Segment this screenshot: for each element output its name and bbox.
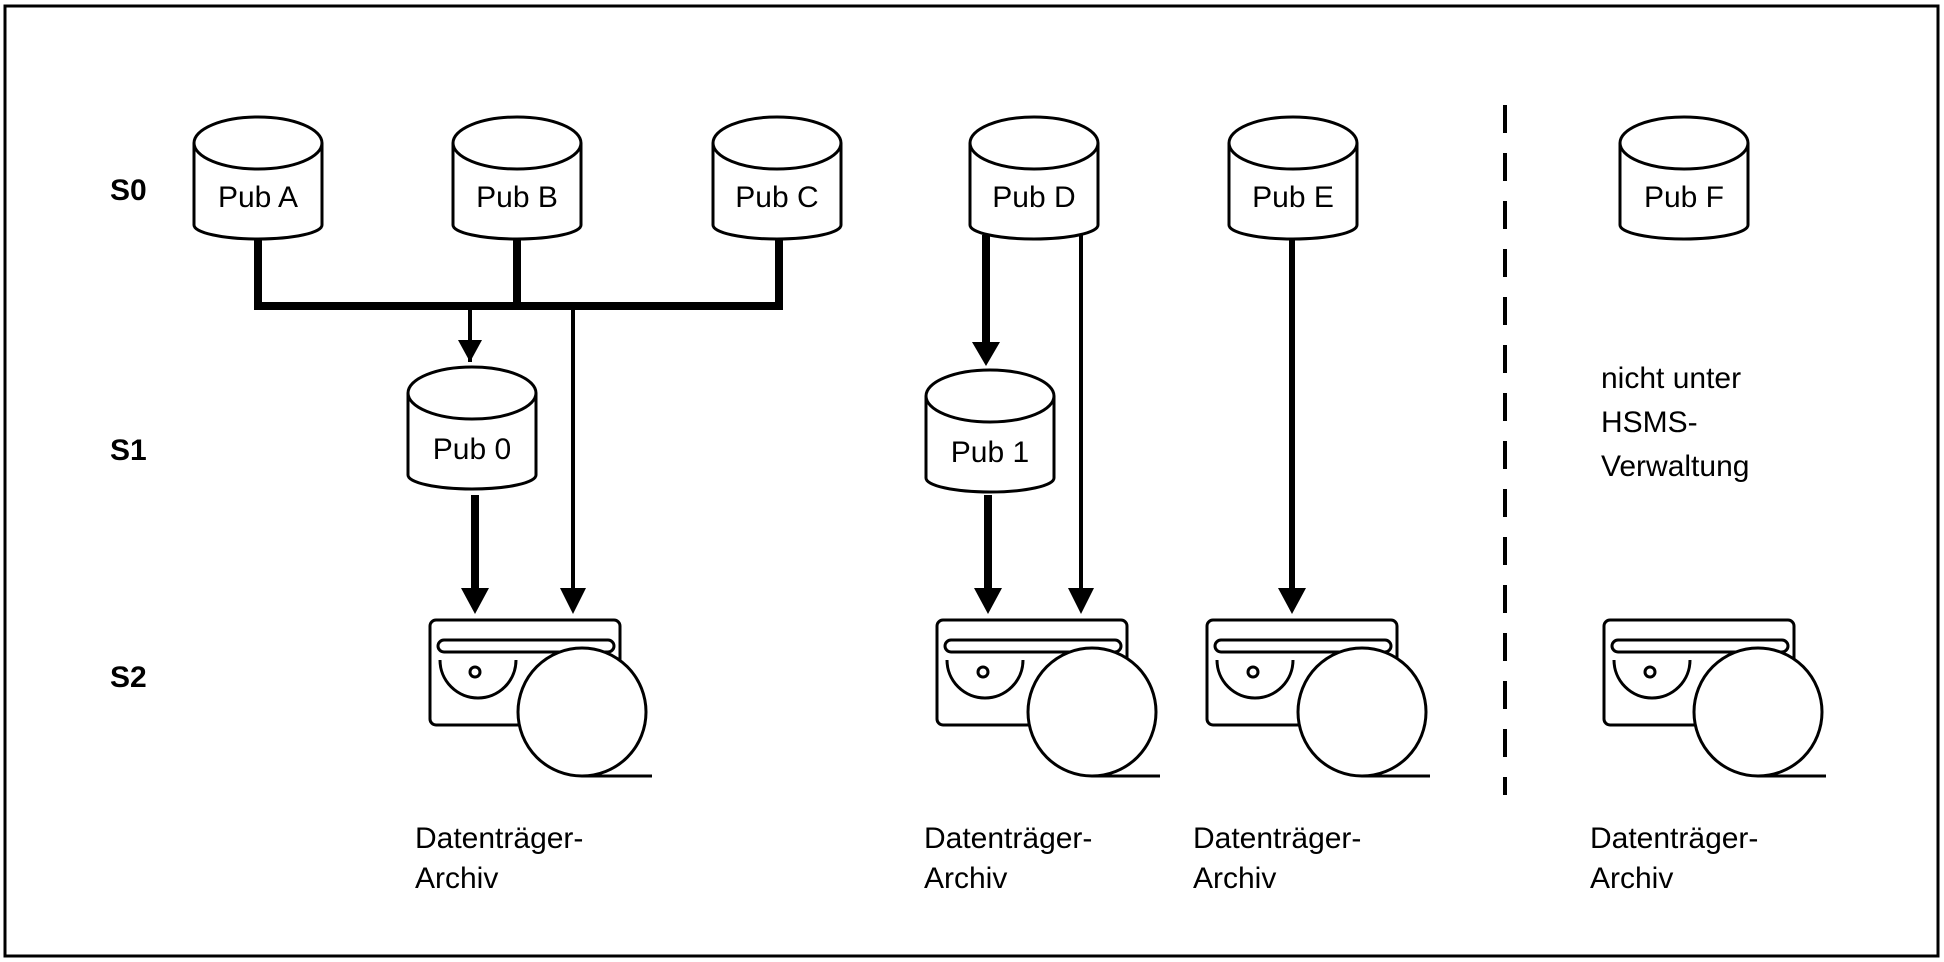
disk-label-pub-1: Pub 1 <box>951 436 1029 469</box>
disk-pub-b: Pub B <box>451 115 583 241</box>
arrowhead-archive1-pub0 <box>461 588 489 614</box>
disk-label-pub-c: Pub C <box>735 181 818 214</box>
level-label-s2: S2 <box>110 661 147 694</box>
arrowhead-pub1 <box>972 342 1000 366</box>
archive-label-3-line1: Datenträger- <box>1193 822 1361 855</box>
tape-archive-1 <box>428 618 652 778</box>
disk-pub-1: Pub 1 <box>924 368 1056 494</box>
level-label-s0: S0 <box>110 174 147 207</box>
level-label-s1: S1 <box>110 434 147 467</box>
disk-pub-a: Pub A <box>192 115 324 241</box>
disk-pub-c: Pub C <box>711 115 843 241</box>
disk-label-pub-f: Pub F <box>1644 181 1724 214</box>
archive-label-3-line2: Archiv <box>1193 862 1276 895</box>
archive-label-4-line2: Archiv <box>1590 862 1673 895</box>
archive-label-1-line2: Archiv <box>415 862 498 895</box>
arrowhead-archive2-direct <box>1068 588 1094 614</box>
disk-pub-0: Pub 0 <box>406 365 538 491</box>
archive-label-4-line1: Datenträger- <box>1590 822 1758 855</box>
disk-label-pub-e: Pub E <box>1252 181 1334 214</box>
note-line-3: Verwaltung <box>1601 450 1749 483</box>
disk-pub-f: Pub F <box>1618 115 1750 241</box>
disk-label-pub-d: Pub D <box>992 181 1075 214</box>
disk-label-pub-b: Pub B <box>476 181 558 214</box>
tape-archive-3 <box>1205 618 1430 778</box>
disk-pub-d: Pub D <box>968 115 1100 241</box>
tape-archive-2 <box>935 618 1160 778</box>
arrowhead-archive1-direct <box>560 588 586 614</box>
tape-archive-4 <box>1602 618 1826 778</box>
arrowhead-pub0 <box>458 340 482 362</box>
arrowhead-archive3 <box>1278 588 1306 614</box>
archive-label-2-line1: Datenträger- <box>924 822 1092 855</box>
arrowhead-archive2-pub1 <box>974 588 1002 614</box>
note-line-2: HSMS- <box>1601 406 1698 439</box>
note-line-1: nicht unter <box>1601 362 1741 395</box>
disk-label-pub-0: Pub 0 <box>433 433 511 466</box>
archive-label-2-line2: Archiv <box>924 862 1007 895</box>
diagram-frame <box>3 4 1940 958</box>
disk-label-pub-a: Pub A <box>218 181 298 214</box>
disk-pub-e: Pub E <box>1227 115 1359 241</box>
archive-label-1-line1: Datenträger- <box>415 822 583 855</box>
